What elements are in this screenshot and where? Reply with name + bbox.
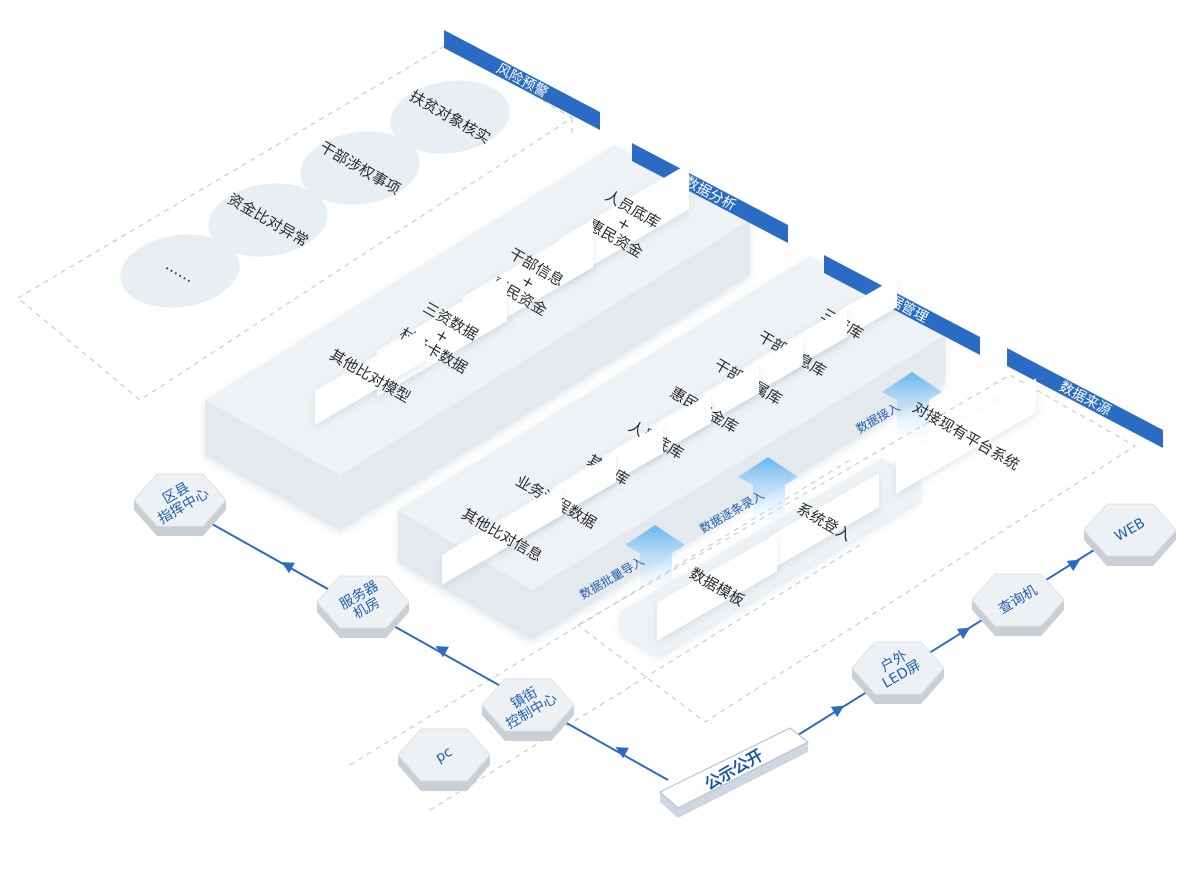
node-town-control[interactable]: 镇街控制中心	[481, 678, 575, 741]
arrowhead-to-county	[281, 562, 295, 574]
risk-item-object-check[interactable]: 扶贫对象核实	[386, 73, 515, 161]
node-outdoor-led[interactable]: 户外LED屏	[851, 641, 945, 704]
risk-item-fund-anomaly[interactable]: 资金比对异常	[204, 176, 333, 264]
upload-arrow-api	[882, 372, 942, 437]
line-county-to-publish	[179, 505, 669, 781]
risk-item-cadre-affairs[interactable]: 干部涉权事项	[296, 124, 425, 212]
upload-arrow-manual	[738, 457, 798, 522]
source-banner-text: 数据来源	[1057, 379, 1114, 419]
source-card-data-template[interactable]: 数据模板	[657, 533, 777, 641]
node-kiosk[interactable]: 查询机	[971, 573, 1065, 636]
arrowhead-to-server	[435, 646, 449, 658]
upload-arrow-batch	[625, 525, 685, 590]
risk-item-more[interactable]: ……	[116, 227, 245, 315]
arrowhead-to-web	[1066, 559, 1081, 572]
node-county-command[interactable]: 区县指挥中心	[133, 473, 227, 536]
node-publish[interactable]: 公示公开	[658, 727, 810, 818]
node-server-room[interactable]: 服务器机房	[316, 575, 410, 638]
node-web[interactable]: WEB	[1083, 503, 1177, 566]
arrowhead-to-kiosk	[956, 627, 971, 640]
dashed-guides	[16, 43, 1137, 811]
node-pc[interactable]: pc	[397, 728, 491, 791]
source-card-system-login[interactable]: 系统登入	[769, 473, 879, 571]
node-pc-label: pc	[433, 744, 455, 766]
arrowhead-to-town	[615, 747, 629, 759]
upload-arrows	[625, 372, 942, 590]
arrowhead-to-led	[830, 705, 845, 718]
